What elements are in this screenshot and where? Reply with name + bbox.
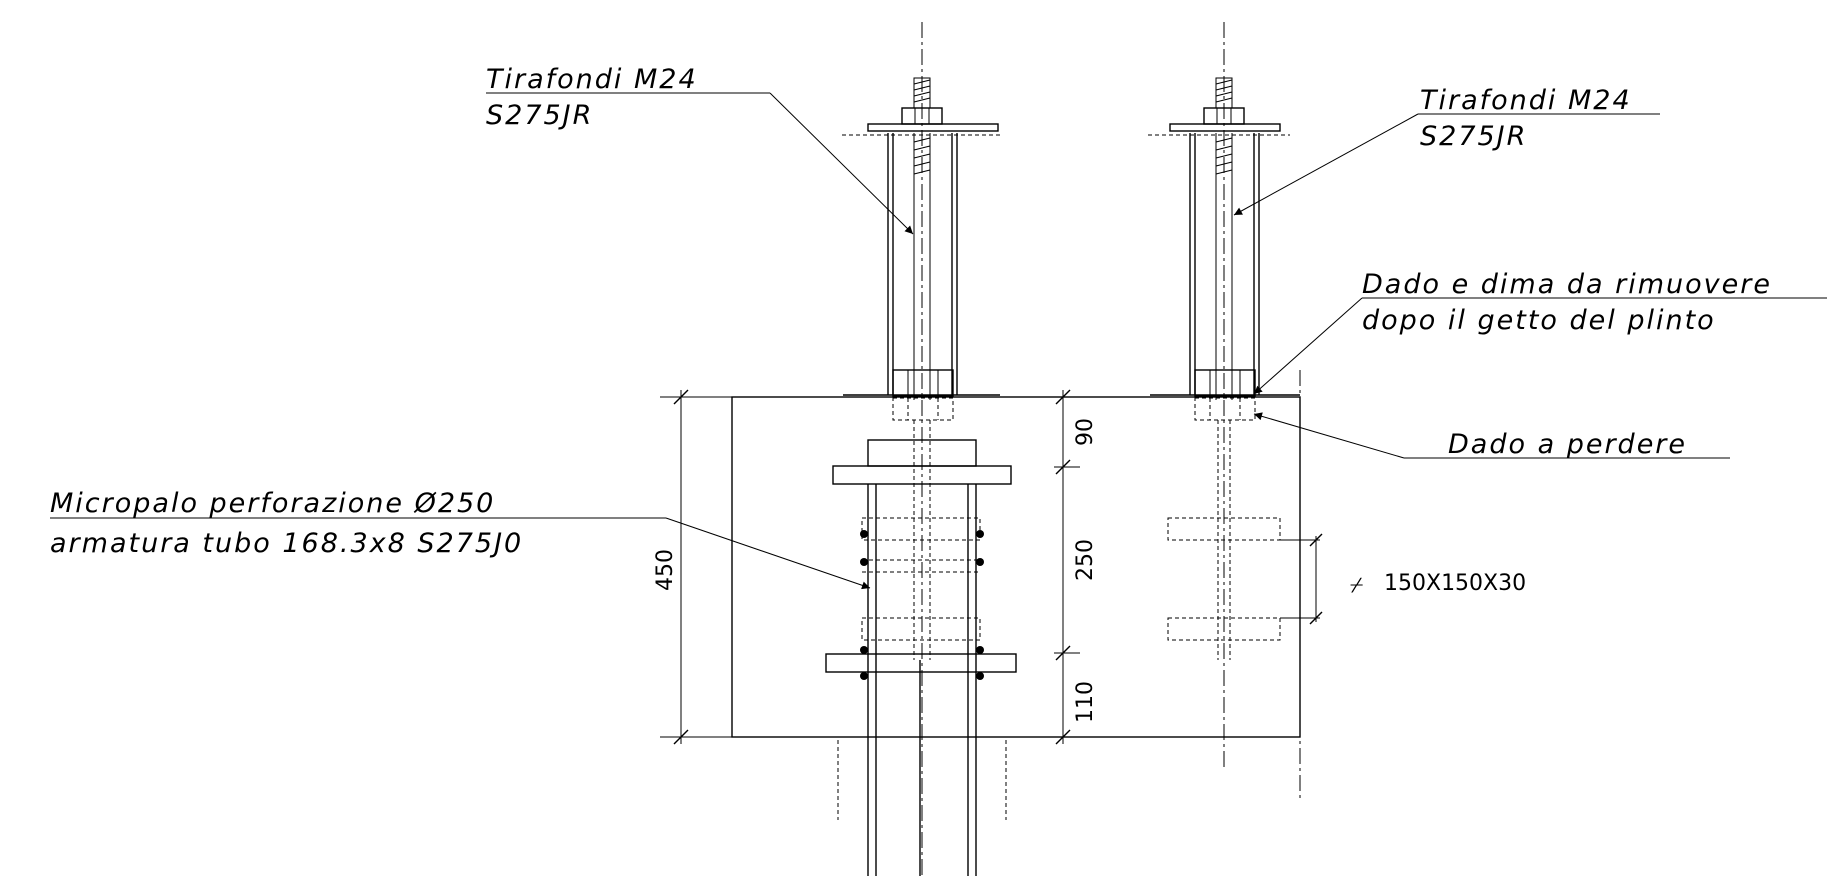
right-anchor-assembly	[1148, 22, 1323, 800]
plate-symbol: ⌿	[1350, 573, 1363, 598]
label-tirafondi-left-1: Tirafondi M24	[486, 64, 698, 95]
label-dado-perdere: Dado a perdere	[1448, 429, 1687, 460]
label-micropalo-2: armatura tubo 168.3x8 S275J0	[50, 528, 523, 559]
foundation-block	[731, 394, 1301, 738]
label-dado-dima-1: Dado e dima da rimuovere	[1362, 269, 1772, 300]
label-tirafondi-left-2: S275JR	[486, 100, 593, 131]
dimension-total	[660, 389, 732, 745]
plate-size-text: 150X150X30	[1384, 571, 1526, 596]
label-tirafondi-right-2: S275JR	[1420, 121, 1527, 152]
left-anchor-assembly	[825, 22, 1017, 876]
label-dado-dima-2: dopo il getto del plinto	[1362, 305, 1716, 336]
label-tirafondi-right-1: Tirafondi M24	[1420, 85, 1632, 116]
label-micropalo-1: Micropalo perforazione Ø250	[50, 488, 495, 519]
dim-top-text: 90	[1073, 418, 1098, 446]
dimension-chain	[1054, 389, 1080, 745]
dim-middle-text: 250	[1073, 539, 1098, 581]
dim-total-text: 450	[653, 549, 678, 591]
leader-lines	[50, 92, 1827, 590]
dim-bottom-text: 110	[1073, 681, 1098, 723]
